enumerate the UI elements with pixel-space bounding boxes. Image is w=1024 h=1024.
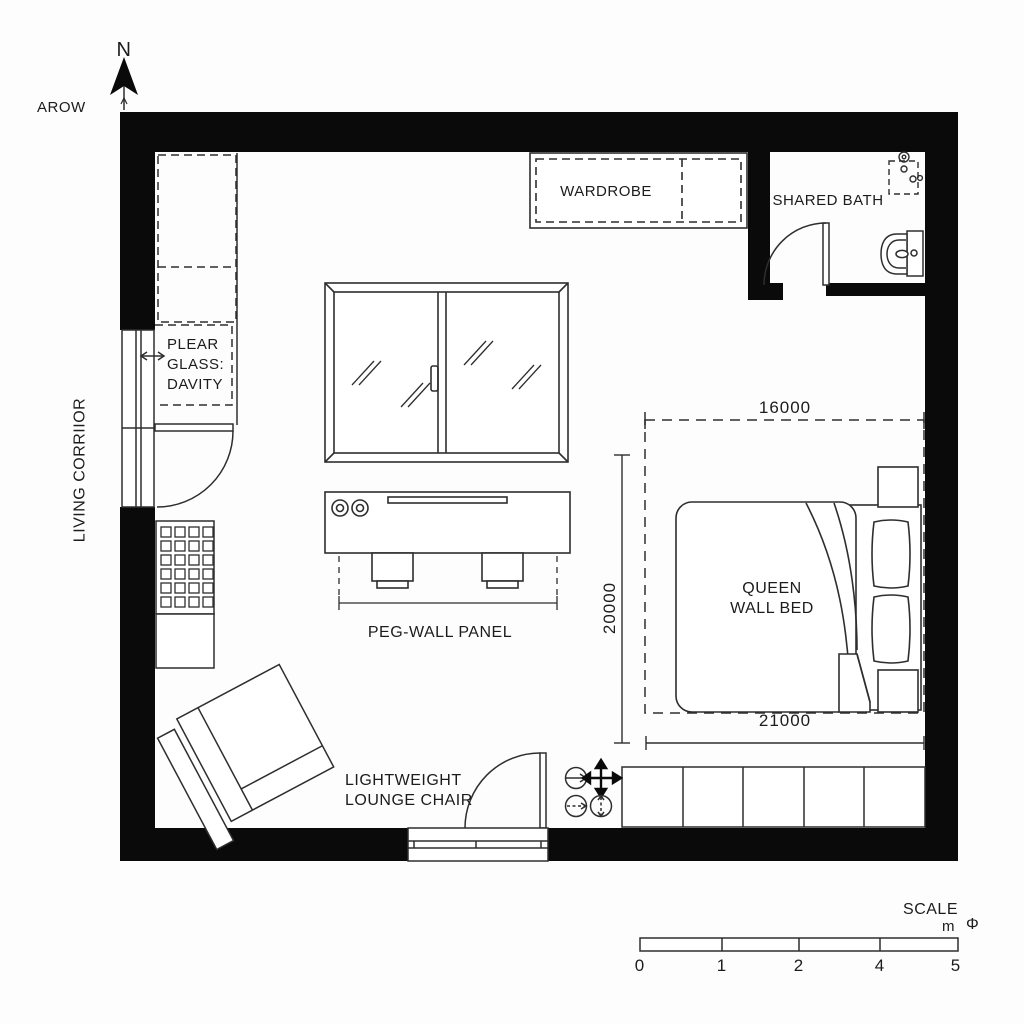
shelf-strip (621, 766, 926, 828)
bed-headboard-top (877, 466, 919, 508)
lounge-chair-label-1: LIGHTWEIGHT (345, 772, 462, 789)
glass-cavity-line-3: DAVITY (167, 376, 224, 393)
wall-left-upper (120, 112, 155, 330)
closet-top-left (157, 153, 238, 425)
corridor-label: LIVING CORRIIOR (71, 397, 89, 543)
lounge-chair-label-2: LOUNGE CHAIR (345, 792, 473, 809)
scale-tick-0: 0 (634, 956, 646, 975)
north-letter: N (116, 39, 132, 61)
door-leaf (822, 222, 830, 286)
dimension-lines (614, 454, 925, 750)
double-arrow-icon (139, 351, 166, 361)
scale-bar (639, 937, 959, 952)
bath-door (763, 222, 830, 286)
scale-tick-3: 4 (874, 956, 886, 975)
bed-headboard-bottom (877, 669, 919, 713)
bed-blanket-corner (838, 653, 871, 713)
peg-wall-label: PEG-WALL PANEL (367, 624, 513, 641)
scale-tick-4: 5 (950, 956, 962, 975)
corridor-door (154, 423, 234, 508)
door-leaf (154, 423, 234, 432)
bed-clearance-zone (644, 412, 925, 714)
scale-unit: m (942, 918, 955, 935)
wardrobe-label: WARDROBE (560, 183, 652, 200)
scale-phi-symbol: Φ (966, 916, 980, 933)
symbol-circle-dash-v (589, 794, 613, 818)
bed-pillow-1 (871, 519, 911, 589)
walls (120, 112, 958, 861)
door-threshold (407, 827, 549, 862)
symbol-cross-arrows (580, 757, 624, 800)
symbol-circle-dash-h (564, 794, 588, 818)
window-left (121, 329, 155, 508)
wall-bottom-right (548, 828, 958, 861)
dimension-bed-depth: 20000 (599, 581, 619, 635)
door-swing (464, 752, 541, 829)
glass-cavity-line-1: PLEAR (167, 336, 219, 353)
queen-wall-bed (675, 466, 922, 713)
lounge-chair (156, 663, 335, 851)
glass-marks (351, 340, 542, 408)
wall-bath-bottom (826, 283, 925, 296)
dimension-bed-width: 16000 (758, 398, 812, 417)
wall-left-lower (120, 507, 155, 861)
scale-tick-1: 1 (716, 956, 728, 975)
door-leaf (539, 752, 547, 829)
north-caption: AROW (37, 99, 86, 116)
bed-label-2: WALL BED (730, 600, 814, 617)
toilet-icon (880, 230, 924, 277)
shower-icon (888, 151, 924, 195)
glass-panel-unit (324, 282, 569, 463)
glass-cavity-box (139, 324, 233, 406)
entry-door (407, 752, 549, 862)
wardrobe-outline (529, 152, 748, 229)
peg-grid-cabinet (155, 520, 215, 669)
bed-blanket-edge (833, 502, 858, 651)
wall-bottom-left (120, 828, 408, 861)
scale-tick-2: 2 (793, 956, 805, 975)
wall-bath-partition (748, 152, 770, 295)
door-swing (763, 222, 827, 286)
door-swing (156, 430, 234, 508)
glass-cavity-line-2: GLASS: (167, 356, 225, 373)
north-arrow-icon (110, 57, 138, 110)
bed-label-1: QUEEN (742, 580, 802, 597)
scale-title: SCALE (903, 901, 958, 918)
peg-desk-dimension (338, 556, 558, 610)
peg-wall-desk (324, 491, 571, 610)
peg-grid-cells (160, 526, 214, 608)
glass-handle (430, 365, 439, 392)
bath-label: SHARED BATH (772, 192, 884, 209)
wall-right (925, 112, 958, 861)
wall-bath-door-stub (748, 283, 783, 300)
wall-top (120, 112, 958, 152)
dimension-bed-clearance: 21000 (758, 711, 812, 730)
bed-pillow-2 (871, 594, 911, 664)
